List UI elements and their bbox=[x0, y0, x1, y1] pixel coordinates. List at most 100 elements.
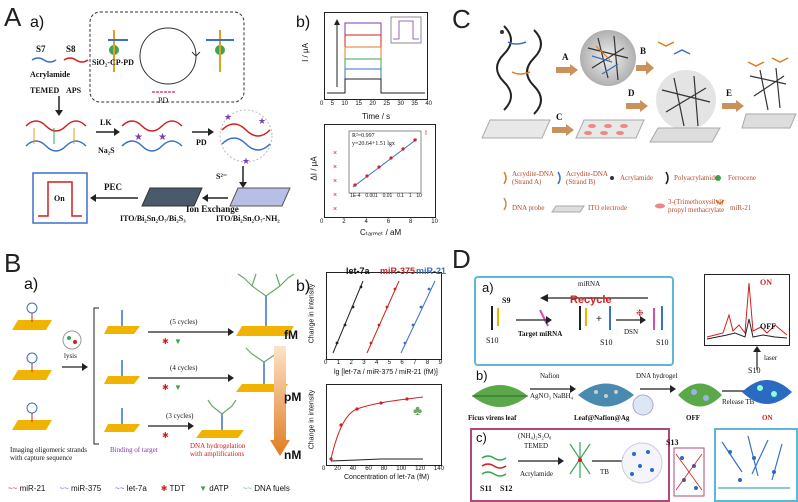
ito-electrode-dots bbox=[575, 119, 645, 139]
hydrogel-bubble bbox=[632, 394, 654, 416]
mirna-label: miRNA bbox=[578, 280, 601, 288]
s7-label: S7 bbox=[36, 44, 46, 54]
tick: 40 bbox=[349, 466, 357, 472]
svg-text:★: ★ bbox=[224, 112, 232, 122]
acrylamide-label-d: Acrylamide bbox=[520, 470, 554, 478]
s10-label-a3: S10 bbox=[656, 338, 669, 347]
cycles-5-label: (5 cycles) bbox=[170, 318, 198, 326]
svg-text:✱: ✱ bbox=[162, 431, 169, 440]
lysis-arrow bbox=[62, 363, 88, 371]
recycle-arrow bbox=[540, 294, 648, 302]
legend-c-polyacrylamide: Polyacrylamide bbox=[674, 174, 718, 182]
legend-c-dna-probe: DNA probe bbox=[512, 204, 545, 212]
dna-hydrogel-label: DNA hydrogel bbox=[636, 372, 678, 380]
tick: 140 bbox=[433, 466, 444, 472]
tick: 100 bbox=[396, 466, 407, 472]
panel-d-sub-b: b) bbox=[476, 368, 488, 383]
released-hydrogel: ★ ★ ★ bbox=[219, 109, 273, 166]
tick: 0 bbox=[320, 101, 324, 107]
arrow-b bbox=[636, 61, 654, 75]
legend-text: miR-21 bbox=[19, 484, 46, 493]
ficus-leaf-label: Ficus virens leaf bbox=[468, 414, 517, 422]
tick: 0 bbox=[322, 466, 326, 472]
inset-xticks: 1E-4 0.001 0.01 0.1 1 10 bbox=[350, 193, 422, 199]
legend-b-dna-fuels: ~~ DNA fuels bbox=[242, 484, 290, 493]
legend-text: let-7a bbox=[126, 484, 147, 493]
pm-label: pM bbox=[284, 390, 302, 404]
inset-equation: y=20.64+1.51 lgx bbox=[352, 141, 395, 147]
leaf-off bbox=[678, 383, 722, 407]
arrow-c bbox=[552, 124, 574, 136]
ito-bi2s3-label: ITO/Bi₂Sn₂O₇/Bi₂S₃ bbox=[120, 214, 186, 223]
panel-d-a-arrows bbox=[516, 316, 646, 324]
legend-c-silane: 3-(Trimethoxysilyl) propyl methacrylate bbox=[668, 198, 725, 214]
svg-text:▼: ▼ bbox=[174, 337, 182, 346]
tick: 1E-4 bbox=[350, 193, 361, 199]
legend-mir21: miR-21 bbox=[416, 266, 447, 276]
pd-label: PD bbox=[158, 96, 169, 105]
spectrum-off: OFF bbox=[760, 322, 776, 331]
tick: 0.001 bbox=[365, 193, 378, 199]
legend-b-tdt: ✱ TDT bbox=[160, 484, 186, 493]
ito-electrode-plain bbox=[481, 119, 551, 139]
s8-label: S8 bbox=[66, 44, 76, 54]
s2-label: S²⁻ bbox=[216, 172, 228, 181]
panel-d-a-strands: + ❉ bbox=[491, 306, 663, 330]
tick: 120 bbox=[415, 466, 426, 472]
step-c-label: C bbox=[556, 112, 563, 122]
concentration-arrow bbox=[270, 346, 290, 456]
svg-text:★: ★ bbox=[258, 116, 266, 126]
panel-label-b: B bbox=[4, 248, 22, 278]
tick: 0 bbox=[320, 219, 324, 225]
target-mirna-label: Target miRNA bbox=[518, 330, 563, 338]
fm-label: fM bbox=[284, 328, 298, 342]
panel-b-bound-probes bbox=[104, 310, 140, 432]
s2-arrow bbox=[239, 166, 247, 188]
tick: 1 bbox=[408, 193, 412, 199]
panel-b-dendrimer-large bbox=[236, 273, 295, 336]
ion-exchange-arrow bbox=[202, 194, 228, 202]
svg-text:✱: ✱ bbox=[162, 383, 169, 392]
leaf-ag-label: Leaf@Nafion@Ag bbox=[574, 414, 630, 422]
svg-text:▼: ▼ bbox=[174, 383, 182, 392]
legend-c-strand-a: Acrydite-DNA (Strand A) bbox=[512, 170, 554, 186]
na2s-label: Na₂S bbox=[98, 146, 115, 155]
tick: 0 bbox=[324, 360, 328, 366]
on-label-b: ON bbox=[762, 414, 773, 422]
panel-label-d: D bbox=[452, 244, 471, 274]
panel-d-spectrum bbox=[704, 274, 790, 346]
calibration-series bbox=[332, 280, 436, 354]
tick: 20 bbox=[369, 101, 376, 107]
panel-b-calibration-plot bbox=[326, 272, 442, 360]
spectrum-traces bbox=[706, 282, 788, 340]
step-a-label: A bbox=[562, 52, 569, 62]
spectrum-on: ON bbox=[760, 278, 772, 287]
cycles-4-label: (4 cycles) bbox=[170, 364, 198, 372]
tick: 10 bbox=[341, 101, 348, 107]
panel-a-cycle-diagram bbox=[89, 11, 245, 103]
svg-text:I: I bbox=[425, 130, 427, 137]
tb-label: TB bbox=[600, 468, 609, 476]
temed-label: TEMED bbox=[30, 86, 60, 95]
panel-b-dendrimer-small bbox=[196, 399, 244, 438]
panel-c-final-electrode bbox=[741, 57, 797, 129]
cycle-arrows: ✱ ▼ ✱ ▼ ✱ bbox=[148, 328, 234, 440]
sio2-label: SiO₂-CP-PD bbox=[92, 58, 134, 67]
tick: 5 bbox=[387, 360, 392, 366]
b-top-xticks: 0 1 2 3 4 5 6 7 8 9 bbox=[324, 360, 442, 366]
panel-a-calibration-plot: × × × × × I bbox=[324, 124, 436, 218]
imaging-caption: Imaging oligomeric strands with capture … bbox=[10, 446, 87, 462]
leaf-nafion-ag bbox=[578, 383, 634, 407]
panel-label-c: C bbox=[452, 4, 471, 34]
tick: 15 bbox=[355, 101, 362, 107]
legend-b-let7a: ~~ let-7a bbox=[115, 484, 147, 493]
tick: 9 bbox=[438, 360, 442, 366]
legend-c-acrylamide: Acrylamide bbox=[620, 174, 654, 182]
legend-text: TDT bbox=[169, 484, 186, 493]
ito-nh2-electrode bbox=[229, 187, 291, 207]
s11-label: S11 bbox=[480, 484, 493, 493]
tick: 60 bbox=[365, 466, 372, 472]
binding-caption: Binding of target bbox=[110, 446, 158, 454]
panel-b-legend: ~~ miR-21 ~~ miR-375 ~~ let-7a ✱ TDT ▼ d… bbox=[8, 484, 290, 493]
svg-text:♣: ♣ bbox=[413, 402, 422, 418]
